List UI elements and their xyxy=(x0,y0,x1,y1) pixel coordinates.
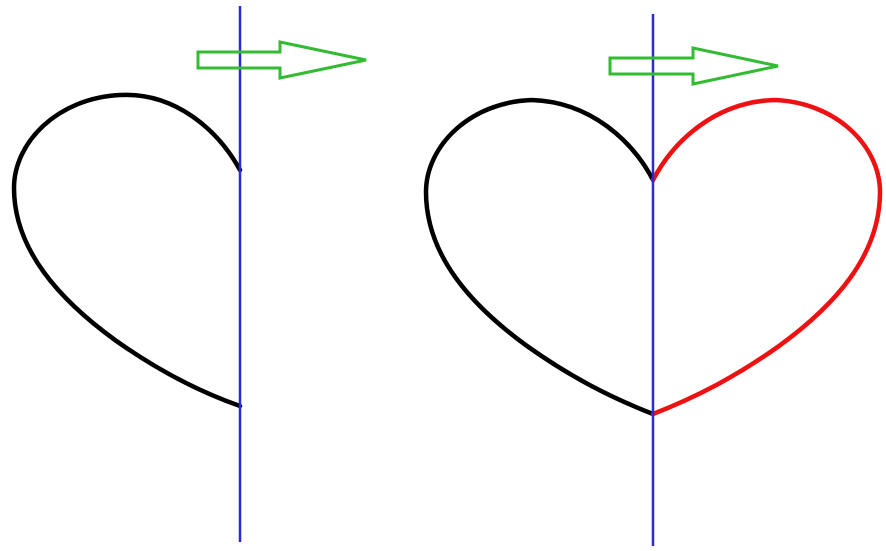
right-arrow-icon xyxy=(196,40,367,80)
right-arrow-icon xyxy=(608,46,779,86)
panel-half-heart xyxy=(11,6,367,542)
panel-full-heart xyxy=(423,14,883,546)
left-half-heart-curve xyxy=(11,92,243,409)
mirrored-right-half-heart-curve xyxy=(650,97,883,417)
left-half-heart-curve xyxy=(423,97,656,417)
